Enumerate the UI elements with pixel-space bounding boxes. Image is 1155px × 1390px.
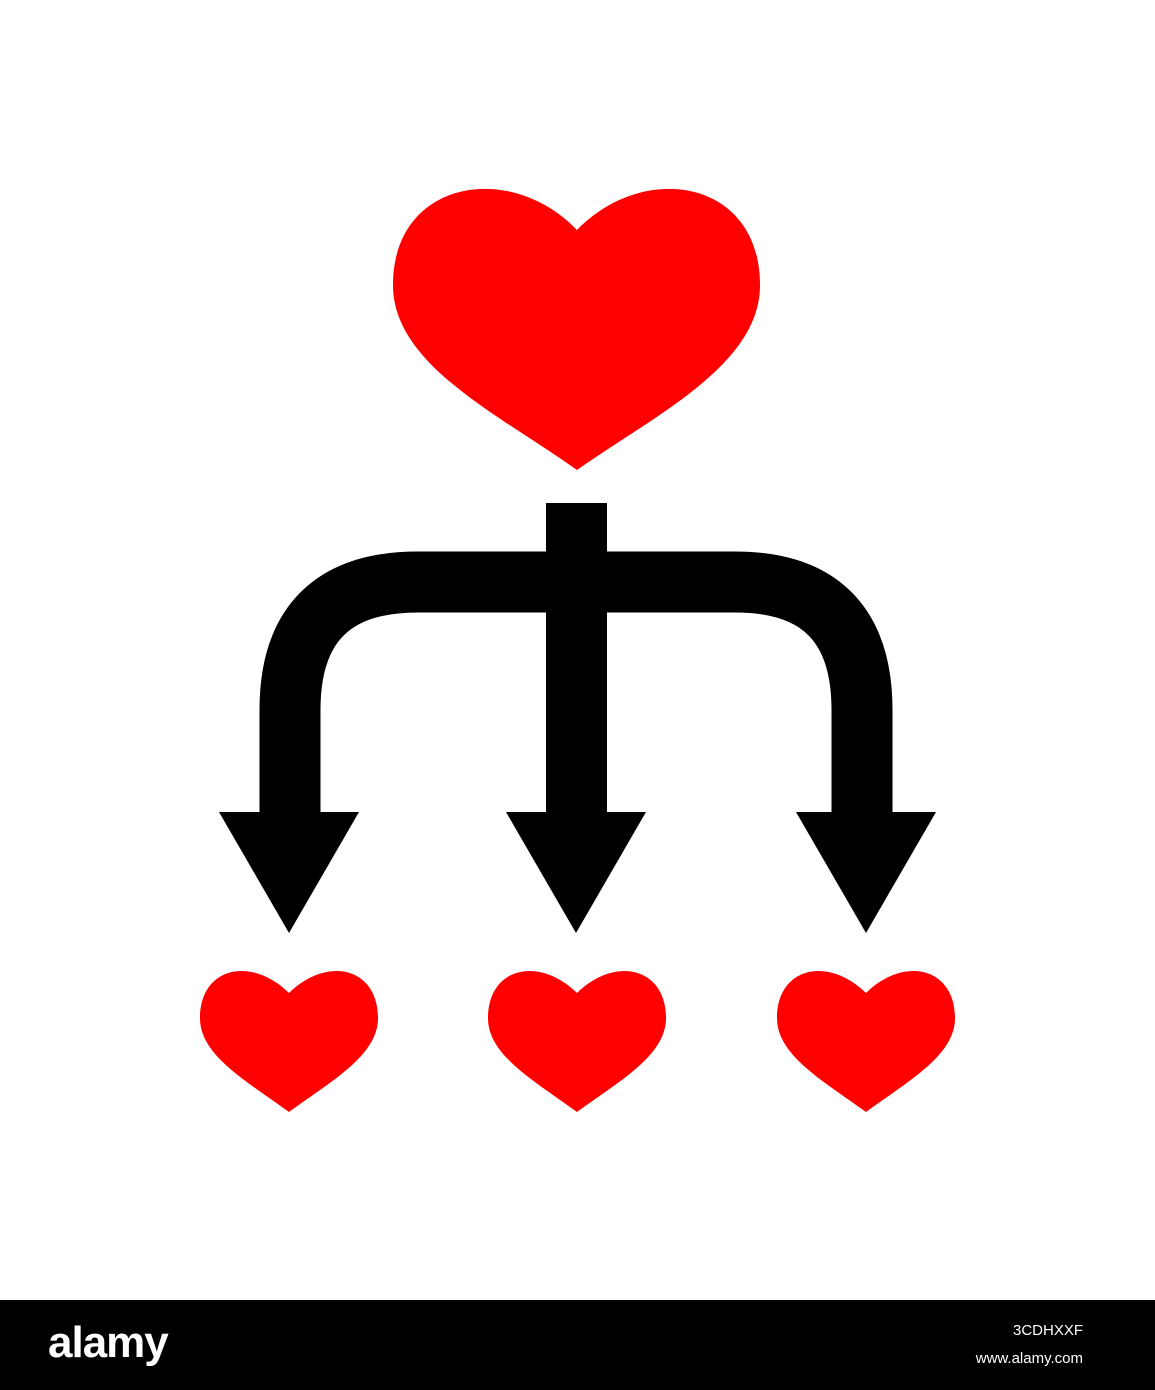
split-arrow-icon xyxy=(219,503,936,933)
site-url: www.alamy.com xyxy=(975,1350,1083,1367)
distribution-diagram xyxy=(200,188,955,1112)
target-heart-icon-left xyxy=(200,970,378,1112)
brand-logo: alamy xyxy=(48,1318,169,1367)
arrowhead-right xyxy=(796,812,936,933)
arrowhead-center xyxy=(506,812,646,933)
arrowhead-left xyxy=(219,812,359,933)
source-heart-icon xyxy=(393,188,760,470)
image-id: 3CDHXXF xyxy=(1012,1322,1083,1339)
target-heart-icon-right xyxy=(777,970,955,1112)
target-heart-icon-center xyxy=(488,970,666,1112)
watermark-footer: alamy 3CDHXXF www.alamy.com xyxy=(0,1300,1155,1390)
arrow-stem xyxy=(546,503,607,813)
arrow-branches xyxy=(259,551,893,812)
